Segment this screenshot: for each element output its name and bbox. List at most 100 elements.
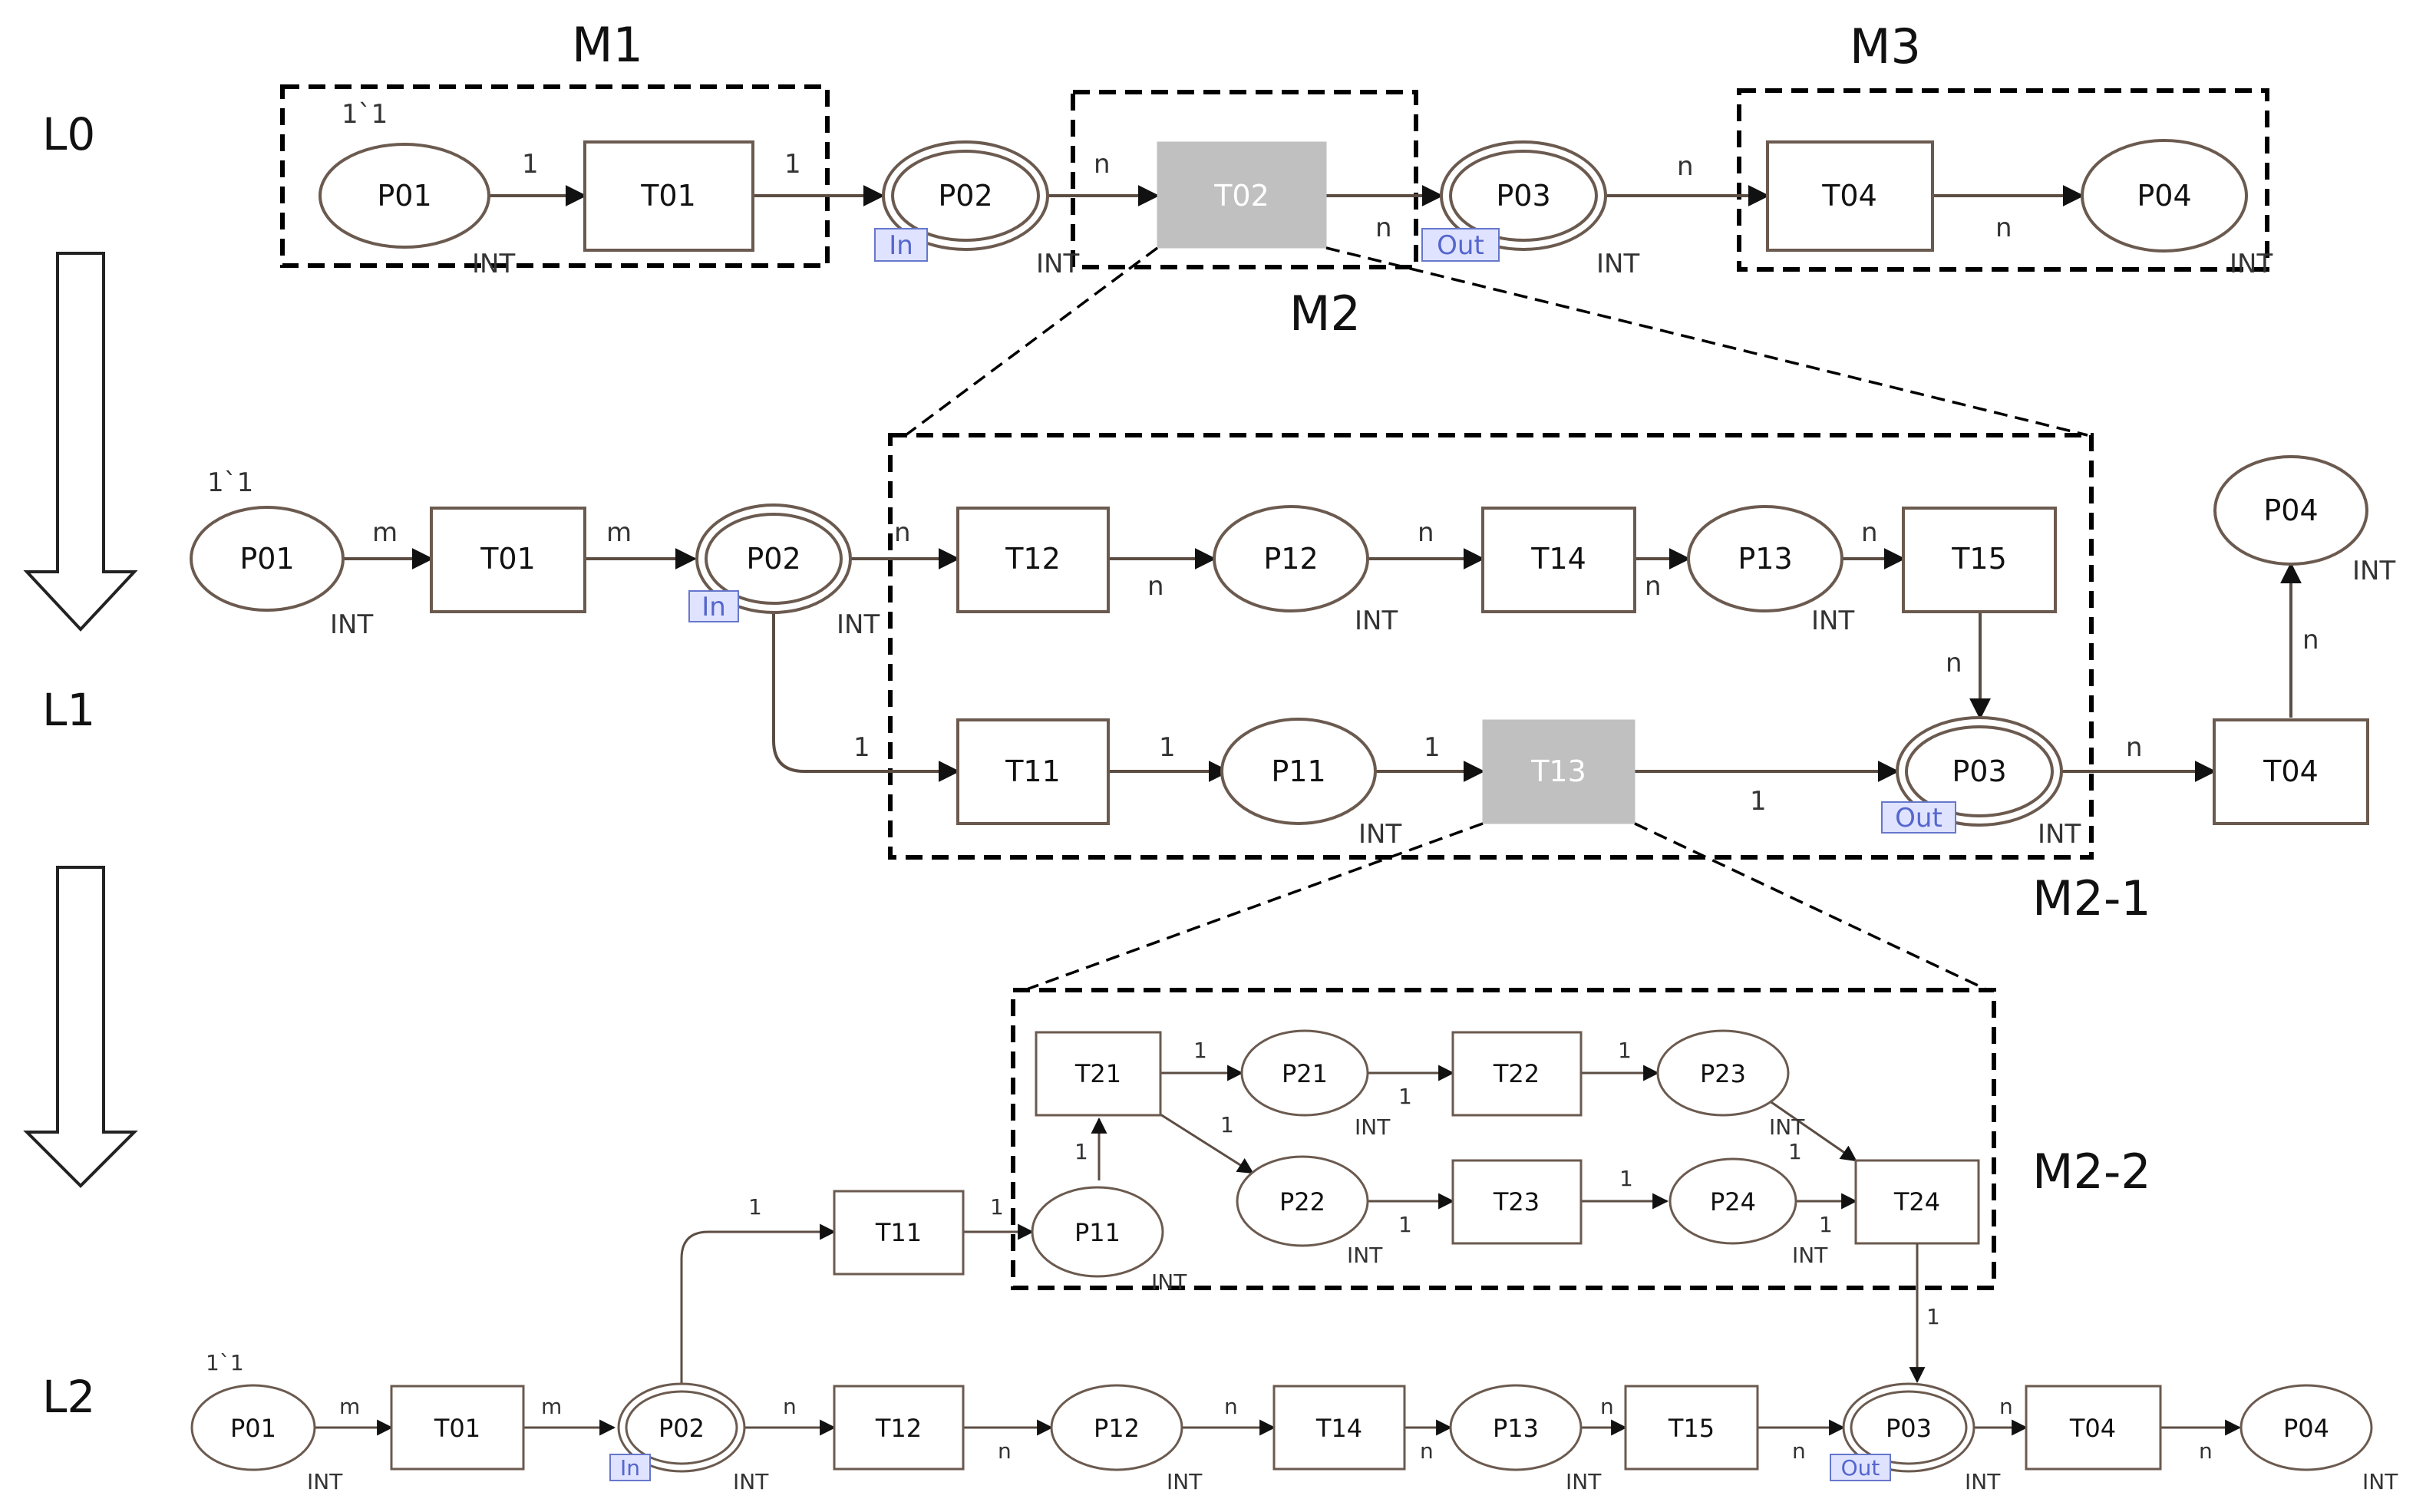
type-label: INT	[1792, 1243, 1828, 1268]
place-p12[interactable]	[1050, 1384, 1183, 1471]
place-p01[interactable]	[190, 506, 345, 612]
arc	[1766, 1098, 1857, 1162]
module-label-m2-1: M2-1	[2032, 870, 2151, 926]
place-p02-inner	[891, 150, 1040, 242]
arc-label: n	[1375, 213, 1392, 243]
type-label: INT	[1358, 819, 1401, 850]
place-p04[interactable]	[2240, 1384, 2373, 1471]
arc-label: 1	[1398, 1084, 1412, 1109]
level-down-arrow-icon	[23, 252, 138, 632]
transition-t01[interactable]	[583, 140, 754, 252]
transition-t12[interactable]	[833, 1385, 965, 1471]
place-p11[interactable]	[1031, 1186, 1164, 1278]
place-p04[interactable]	[2081, 139, 2248, 253]
arc-label: n	[894, 517, 911, 548]
transition-t14[interactable]	[1272, 1385, 1406, 1471]
transition-t04[interactable]	[2025, 1385, 2162, 1471]
transition-label: T24	[1893, 1187, 1940, 1217]
place-p03-inner	[1850, 1390, 1968, 1465]
transition-label: T11	[875, 1218, 922, 1247]
module-label-m2: M2	[1289, 286, 1361, 342]
type-label: INT	[1355, 1114, 1391, 1140]
transition-label: T04	[2263, 754, 2319, 788]
module-box-m2-2	[1011, 988, 1996, 1290]
transition-t22[interactable]	[1451, 1031, 1583, 1117]
place-p11[interactable]	[1220, 718, 1377, 825]
place-label: P01	[239, 542, 294, 576]
arc-label: n	[783, 1394, 797, 1419]
arc-label: n	[1147, 571, 1164, 602]
transition-label: T12	[875, 1414, 922, 1443]
transition-t01[interactable]	[430, 507, 586, 613]
place-p13[interactable]	[1449, 1384, 1583, 1471]
place-p23[interactable]	[1656, 1029, 1790, 1117]
place-p21[interactable]	[1240, 1029, 1369, 1117]
transition-label: T13	[1530, 754, 1586, 788]
arc-label: 1	[1819, 1212, 1833, 1237]
type-label: INT	[1769, 1114, 1805, 1140]
transition-t21[interactable]	[1035, 1031, 1162, 1117]
place-p22[interactable]	[1236, 1155, 1369, 1247]
place-p01[interactable]	[319, 143, 490, 249]
arc	[1160, 1113, 1254, 1174]
transition-t11[interactable]	[956, 718, 1110, 825]
type-label: INT	[2362, 1469, 2398, 1494]
initial-marking: 1`1	[206, 1350, 244, 1375]
place-label: P02	[746, 542, 800, 576]
transition-label: T11	[1005, 754, 1061, 788]
initial-marking: 1`1	[342, 99, 388, 130]
type-label: INT	[733, 1469, 769, 1494]
transition-t23[interactable]	[1451, 1159, 1583, 1245]
arc-label: n	[1420, 1438, 1434, 1464]
transition-t04[interactable]	[1766, 140, 1934, 252]
zoom-line	[1325, 246, 2088, 437]
transition-label: T04	[2069, 1414, 2116, 1443]
transition-label: T02	[1213, 179, 1269, 213]
arc-label: m	[541, 1394, 562, 1419]
place-label: P04	[2263, 494, 2318, 527]
zoom-line	[904, 246, 1159, 437]
transition-t12[interactable]	[956, 507, 1110, 613]
place-p03-inner	[1449, 150, 1598, 242]
arc	[772, 612, 960, 782]
transition-t15[interactable]	[1624, 1385, 1759, 1471]
arc-label: n	[2302, 625, 2319, 655]
level-label-l0: L0	[42, 108, 95, 160]
substitution-transition-t02[interactable]	[1157, 141, 1327, 249]
arc-label: n	[1995, 213, 2012, 243]
place-p12[interactable]	[1213, 505, 1369, 612]
transition-t11[interactable]	[833, 1190, 965, 1276]
transition-t01[interactable]	[390, 1385, 525, 1471]
module-label-m3: M3	[1850, 18, 1921, 74]
arc-label: 1	[1159, 732, 1176, 763]
place-p24[interactable]	[1668, 1157, 1797, 1245]
arc-label: 1	[1074, 1139, 1088, 1164]
substitution-transition-t13[interactable]	[1482, 719, 1635, 824]
place-label: P04	[2283, 1414, 2329, 1443]
type-label: INT	[2230, 249, 2273, 279]
transition-t15[interactable]	[1902, 507, 2057, 613]
place-p01[interactable]	[190, 1384, 316, 1471]
arc-label: 1	[784, 149, 801, 180]
module-box-m2	[1071, 90, 1418, 269]
place-label: P01	[230, 1414, 276, 1443]
transition-t04[interactable]	[2213, 718, 2369, 825]
level-label-l1: L1	[42, 684, 95, 736]
type-label: INT	[472, 249, 515, 279]
transition-t14[interactable]	[1481, 507, 1636, 613]
place-label: P02	[658, 1414, 705, 1443]
level-down-arrow-icon	[23, 866, 138, 1188]
type-label: INT	[1566, 1469, 1602, 1494]
arc-label: 1	[1619, 1166, 1633, 1191]
type-label: INT	[1596, 249, 1639, 279]
place-p04[interactable]	[2213, 455, 2368, 566]
type-label: INT	[1355, 606, 1398, 636]
arc-label: 1	[1193, 1038, 1207, 1063]
arc-label: 1	[1398, 1212, 1412, 1237]
arc-label: m	[372, 517, 398, 548]
type-label: INT	[2038, 819, 2081, 850]
initial-marking: 1`1	[207, 467, 253, 498]
arc-label: n	[1418, 517, 1434, 548]
place-p13[interactable]	[1687, 505, 1843, 612]
transition-label: T23	[1493, 1187, 1540, 1217]
